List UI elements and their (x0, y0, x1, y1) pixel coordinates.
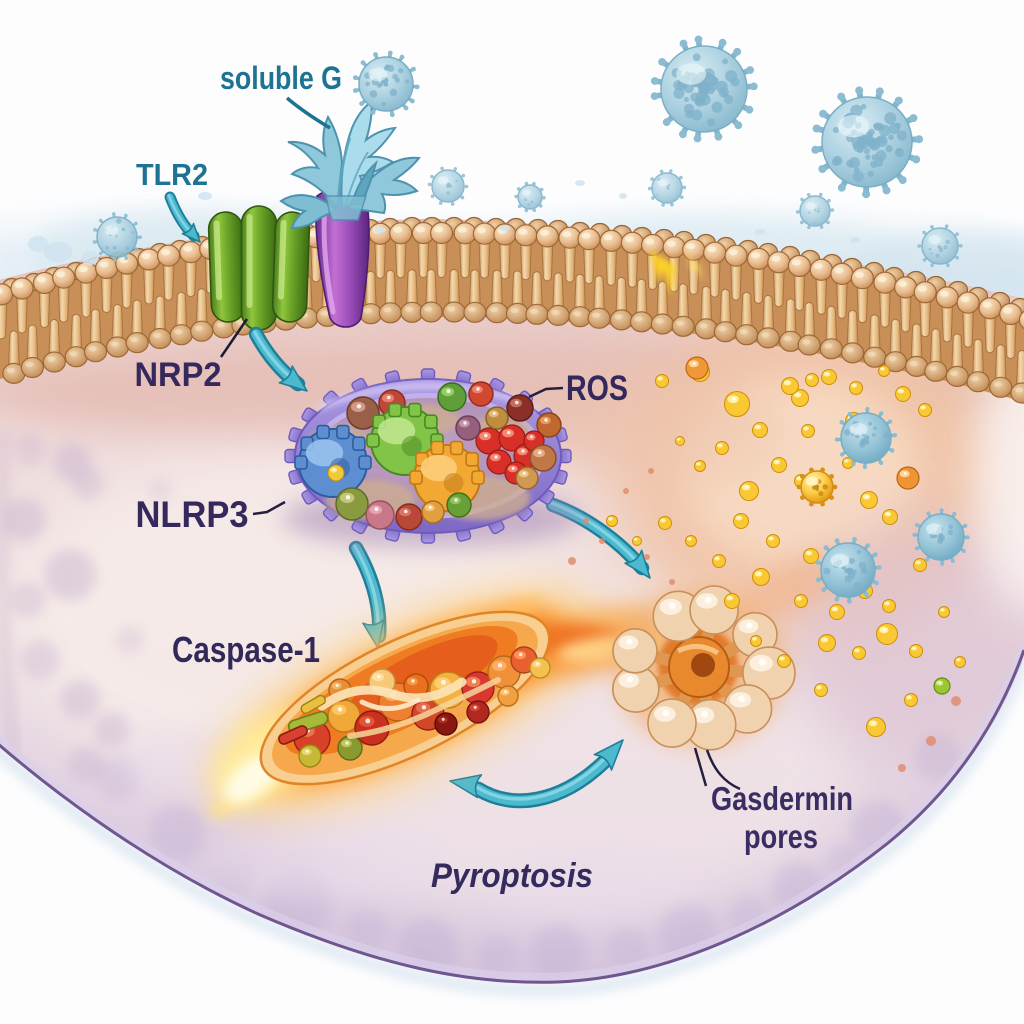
svg-text:Caspase-1: Caspase-1 (172, 629, 320, 670)
svg-text:pores: pores (744, 818, 818, 855)
svg-text:soluble G: soluble G (220, 60, 342, 96)
svg-text:ROS: ROS (566, 369, 628, 408)
svg-text:Pyroptosis: Pyroptosis (431, 857, 593, 895)
svg-text:NRP2: NRP2 (135, 356, 222, 394)
svg-text:TLR2: TLR2 (136, 157, 208, 192)
svg-text:Gasdermin: Gasdermin (711, 780, 853, 817)
svg-text:NLRP3: NLRP3 (136, 494, 249, 535)
